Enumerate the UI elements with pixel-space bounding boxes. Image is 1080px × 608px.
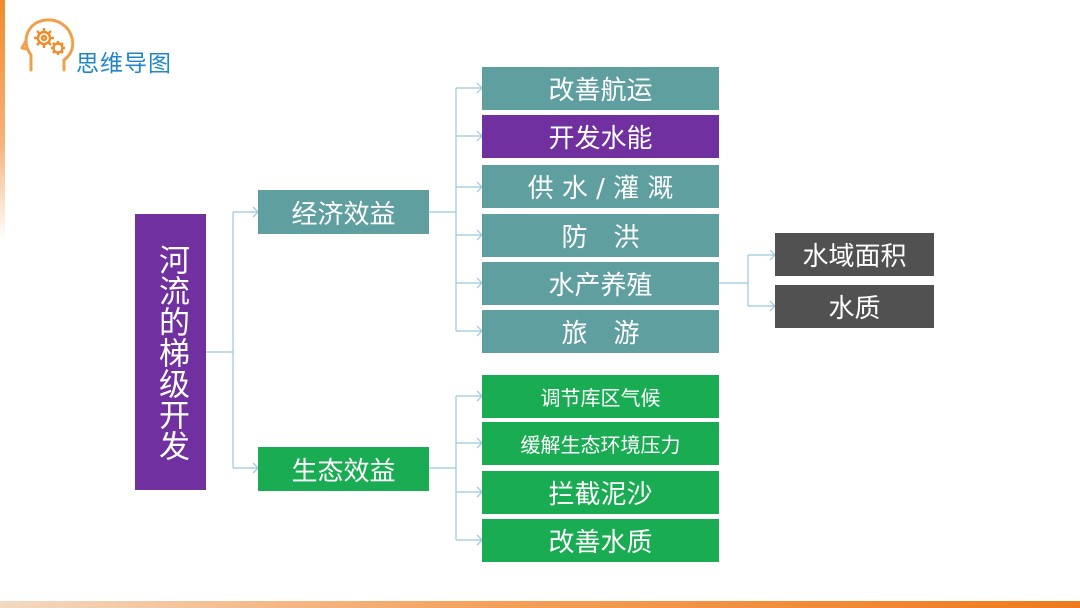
bottom-accent-bar: [0, 601, 1080, 608]
node-flood-control: 防 洪: [482, 214, 719, 257]
node-hydropower: 开发水能: [482, 115, 719, 158]
branch-ecological-benefits: 生态效益: [258, 447, 429, 491]
node-improve-shipping: 改善航运: [482, 67, 719, 110]
logo-title: 思维导图: [76, 51, 172, 77]
head-gear-logo-icon: [20, 18, 75, 72]
node-water-quality: 水质: [775, 285, 934, 328]
left-accent-bar: [0, 0, 5, 240]
node-improve-water-quality: 改善水质: [482, 519, 719, 562]
node-aquaculture: 水产养殖: [482, 262, 719, 305]
node-relieve-eco-pressure: 缓解生态环境压力: [482, 422, 719, 465]
branch-economic-benefits: 经济效益: [258, 190, 429, 234]
node-tourism: 旅 游: [482, 310, 719, 353]
node-water-area: 水域面积: [775, 233, 934, 276]
node-regulate-climate: 调节库区气候: [482, 375, 719, 418]
node-water-supply-irrigation: 供 水 / 灌 溉: [482, 165, 719, 208]
node-intercept-sediment: 拦截泥沙: [482, 471, 719, 514]
root-node: 河流的梯级开发: [135, 214, 206, 490]
